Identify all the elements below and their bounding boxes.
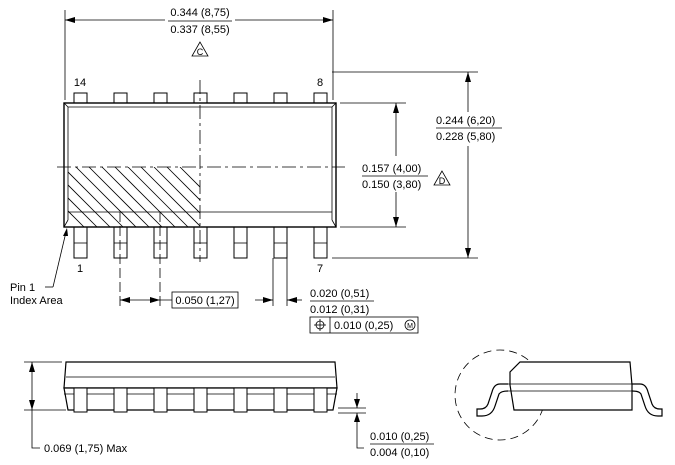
pin1-leader-line bbox=[52, 231, 67, 288]
package-body bbox=[63, 102, 337, 228]
arrow-icon bbox=[120, 297, 130, 303]
overall-width-max-label: 0.244 (6,20) bbox=[436, 115, 495, 127]
standoff-min-label: 0.004 (0,10) bbox=[370, 447, 429, 459]
position-symbol-icon bbox=[314, 319, 326, 331]
pin-1-label: 1 bbox=[77, 263, 83, 275]
end-view bbox=[454, 349, 663, 441]
pin1-label-line1: Pin 1 bbox=[10, 282, 35, 294]
pin1-index-hatch bbox=[68, 167, 200, 227]
standoff-max-label: 0.010 (0,25) bbox=[370, 431, 429, 443]
lead-width-min-label: 0.012 (0,31) bbox=[310, 304, 369, 316]
body-width-max-label: 0.157 (4,00) bbox=[362, 163, 421, 175]
datum-triangle-icon bbox=[191, 41, 209, 57]
arrow-icon bbox=[323, 17, 333, 23]
pin-7-label: 7 bbox=[317, 263, 323, 275]
arrow-icon bbox=[287, 297, 297, 303]
height-max-label: 0.069 (1,75) Max bbox=[44, 443, 128, 455]
arrow-icon bbox=[393, 103, 399, 113]
pin-8-label: 8 bbox=[317, 77, 323, 89]
end-view-body bbox=[509, 361, 633, 411]
left-gull-wing-lead bbox=[476, 383, 509, 417]
length-min-label: 0.337 (8,55) bbox=[170, 24, 229, 36]
arrow-icon bbox=[354, 413, 360, 422]
datum-triangle-icon bbox=[433, 170, 451, 186]
right-gull-wing-lead bbox=[631, 383, 663, 417]
arrow-icon bbox=[150, 297, 160, 303]
mmc-label: M bbox=[407, 323, 413, 330]
pin-14-label: 14 bbox=[74, 77, 86, 89]
datum-c-label: C bbox=[197, 47, 204, 57]
arrow-icon bbox=[354, 399, 360, 408]
arrow-icon bbox=[465, 72, 471, 82]
position-tolerance-frame: 0.010 (0,25) M bbox=[309, 316, 419, 334]
side-pins bbox=[73, 387, 328, 413]
mmc-circle-icon bbox=[404, 319, 416, 331]
arrow-icon bbox=[63, 228, 68, 236]
top-view: 0.344 (8,75) 0.337 (8,55) C 14 8 bbox=[10, 6, 502, 334]
length-max-label: 0.344 (8,75) bbox=[170, 7, 229, 19]
pin1-label-line2: Index Area bbox=[10, 295, 63, 307]
side-view: 0.069 (1,75) Max 0.010 (0,25) 0.004 (0,1… bbox=[24, 361, 434, 459]
overall-width-min-label: 0.228 (5,80) bbox=[436, 131, 495, 143]
arrow-icon bbox=[29, 400, 35, 410]
arrow-icon bbox=[465, 248, 471, 258]
position-tolerance-label: 0.010 (0,25) bbox=[334, 320, 393, 332]
bottom-pins bbox=[73, 221, 328, 259]
lead-width-max-label: 0.020 (0,51) bbox=[310, 288, 369, 300]
pitch-box bbox=[171, 291, 239, 309]
body-width-min-label: 0.150 (3,80) bbox=[362, 179, 421, 191]
arrow-icon bbox=[29, 362, 35, 372]
arrow-icon bbox=[393, 217, 399, 227]
arrow-icon bbox=[65, 17, 75, 23]
pitch-label: 0.050 (1,27) bbox=[175, 295, 234, 307]
datum-d-label: D bbox=[439, 176, 446, 186]
arrow-icon bbox=[263, 297, 273, 303]
